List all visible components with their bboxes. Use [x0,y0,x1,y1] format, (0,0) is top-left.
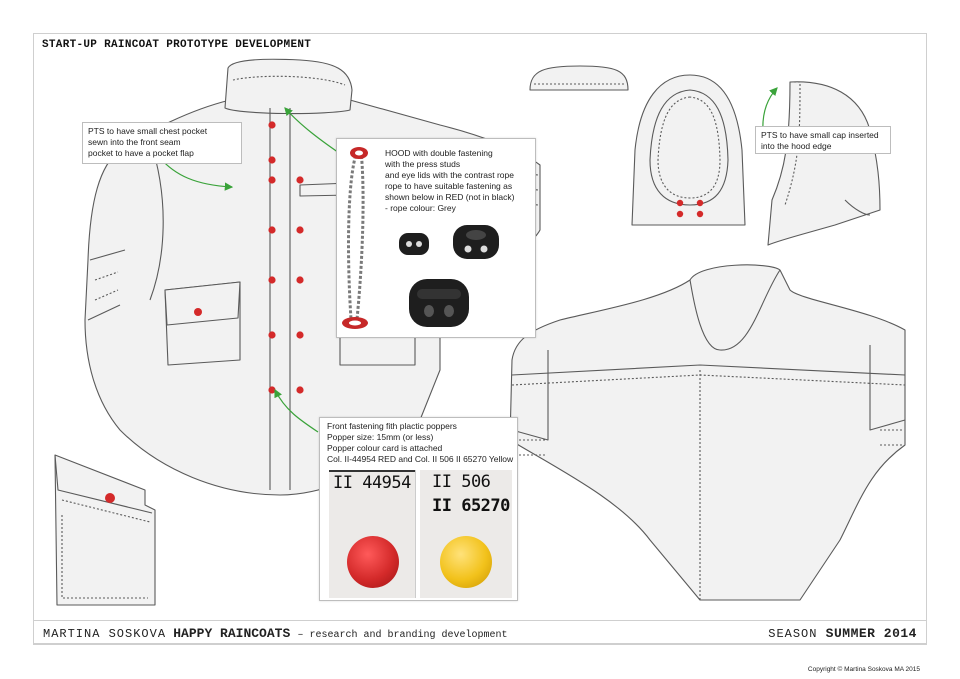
yellow-code-label: II 65270 [432,496,510,516]
note-line: pocket to have a pocket flap [88,148,194,158]
chest-pocket-note: PTS to have small chest pocket sewn into… [82,122,242,164]
grey-rope [347,150,365,320]
footer-credits: MARTINA SOSKOVA HAPPY RAINCOATS – resear… [43,626,508,641]
hood-side-view [767,81,881,246]
popper [105,493,115,503]
note-line: Popper colour card is attached [327,443,443,453]
popper [296,276,304,284]
popper [268,176,276,184]
popper [296,386,304,394]
popper [696,210,704,218]
popper [296,176,304,184]
season-value: SUMMER 2014 [825,626,917,641]
note-line: sewn into the front seam [88,137,181,147]
popper [268,156,276,164]
page-frame [33,33,927,645]
popper-colour-card-panel: Front fastening fith plactic poppers Pop… [319,417,518,601]
note-line: rope to have suitable fastening as [385,181,513,191]
popper [268,386,276,394]
pocket-flap-detail [54,454,156,606]
note-line: - rope colour: Grey [385,203,456,213]
popper [268,226,276,234]
footer-season: SEASON SUMMER 2014 [768,626,917,641]
popper [696,199,704,207]
back-view-raincoat [509,264,906,601]
arrow-poppers [274,388,319,433]
sketch-poppers [105,121,704,503]
red-swatch-card: II 44954 [329,470,416,598]
note-line: shown below in RED (not in black) [385,192,515,202]
season-label: SEASON [768,627,818,641]
brand-name: HAPPY RAINCOATS [173,626,291,641]
copyright-text: Copyright © Martina Soskova MA 2015 [807,666,920,673]
note-line: into the hood edge [761,141,832,151]
note-line: Front fastening fith plactic poppers [327,421,457,431]
note-line: HOOD with double fastening [385,148,493,158]
red-popper [347,536,399,588]
popper [296,226,304,234]
note-line: with the press studs [385,159,461,169]
cap-detail [529,65,629,91]
red-code-label: II 44954 [333,473,411,493]
popper [676,199,684,207]
popper [268,276,276,284]
hood-front-view [631,74,746,226]
tagline: – research and branding development [297,630,508,641]
yellow-popper [440,536,492,588]
popper [194,308,202,316]
popper [268,331,276,339]
rope-and-toggles [342,147,499,329]
cap-note: PTS to have small cap inserted into the … [755,126,891,154]
note-line: PTS to have small cap inserted [761,130,879,140]
popper [268,121,276,129]
yellow-swatch-card: II 506 II 65270 [420,470,512,598]
note-line: PTS to have small chest pocket [88,126,208,136]
designer-name: MARTINA SOSKOVA [43,627,167,641]
popper [296,331,304,339]
cord-stopper-icon [399,225,499,327]
page-title: START-UP RAINCOAT PROTOTYPE DEVELOPMENT [42,39,312,51]
hood-fastening-panel: HOOD with double fastening with the pres… [336,138,536,338]
yellow-code-label: II 506 [432,472,491,492]
popper [676,210,684,218]
note-line: and eye lids with the contrast rope [385,170,514,180]
note-line: Popper size: 15mm (or less) [327,432,434,442]
footer-bar: MARTINA SOSKOVA HAPPY RAINCOATS – resear… [33,620,927,644]
note-line: Col. II-44954 RED and Col. II 506 II 652… [327,454,514,464]
